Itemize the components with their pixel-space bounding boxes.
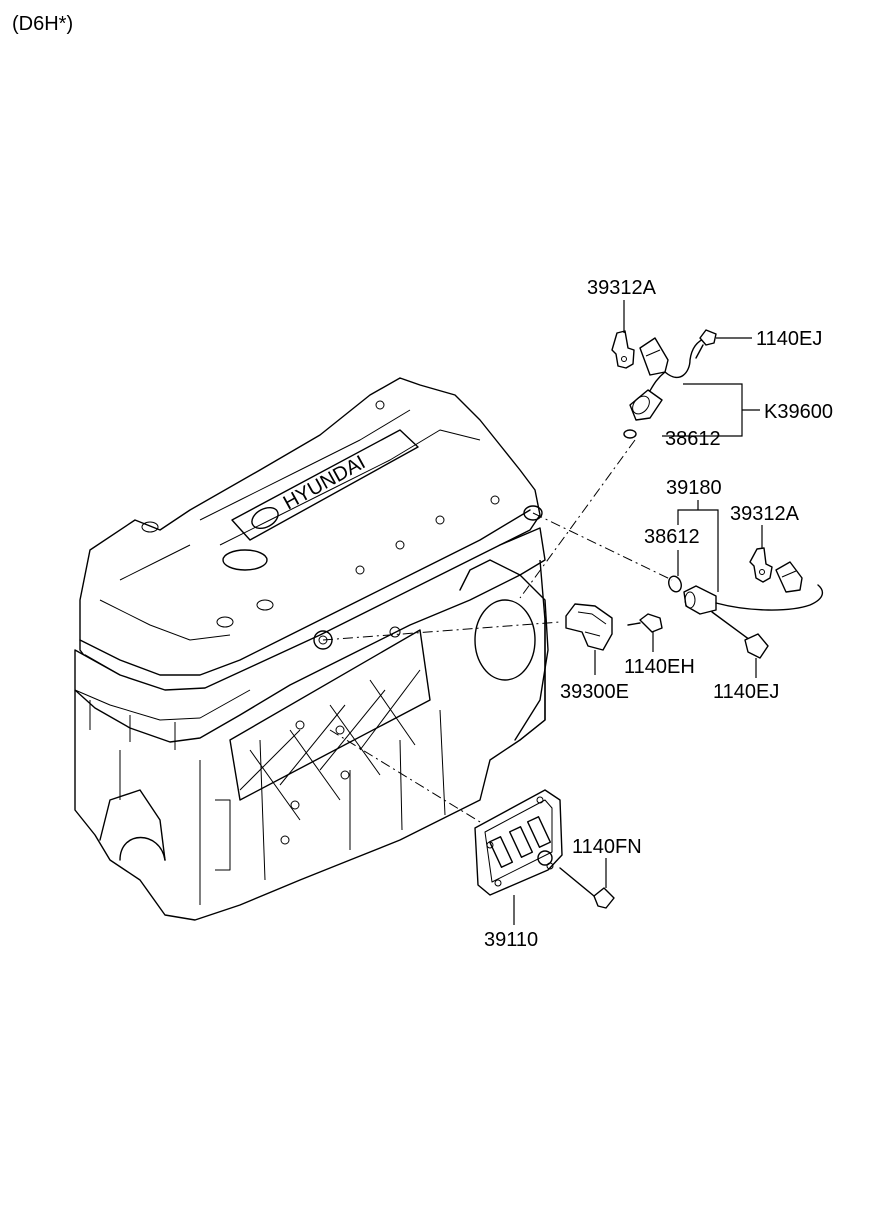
- oxygen-sensor-assembly: [611, 329, 717, 439]
- label-39300e: 39300E: [560, 681, 629, 703]
- bolt-1140eh: [639, 613, 663, 633]
- connector-mid: [775, 561, 803, 593]
- locator-line-cam-sensor: [532, 512, 673, 581]
- bracket-39312a-top: [611, 330, 635, 369]
- variant-code-label: (D6H*): [12, 13, 73, 35]
- sensor-body-top: [629, 389, 663, 421]
- part-labels: 39312A 1140EJ K39600 38612 39180 38612 3…: [484, 277, 833, 951]
- cam-sensor-body: [683, 585, 717, 615]
- label-1140eh: 1140EH: [624, 656, 695, 678]
- crank-sensor: [565, 603, 663, 651]
- label-38612-mid: 38612: [644, 526, 700, 548]
- locator-lines: [322, 439, 673, 826]
- bolt-1140fn: [593, 887, 615, 909]
- crank-sensor-body: [565, 603, 613, 651]
- label-39180: 39180: [666, 477, 722, 499]
- oring-38612-mid: [668, 575, 682, 593]
- label-39110: 39110: [484, 929, 538, 951]
- label-1140ej-mid: 1140EJ: [713, 681, 779, 703]
- oring-38612-top: [623, 429, 637, 439]
- label-38612-top: 38612: [665, 428, 721, 450]
- label-39312a-top: 39312A: [587, 277, 657, 299]
- leader-lines: [513, 300, 763, 925]
- label-1140ej-top: 1140EJ: [756, 328, 822, 350]
- bolt-1140ej-mid: [744, 633, 769, 659]
- cam-sensor-assembly: [668, 547, 824, 659]
- bolt-1140ej-top: [699, 329, 717, 346]
- locator-line-top-sensor: [519, 439, 636, 599]
- connector-top: [639, 337, 669, 376]
- label-k39600: K39600: [764, 401, 833, 423]
- ecu-module: [474, 789, 615, 909]
- engine-assembly: HYUNDAI: [74, 377, 549, 921]
- bracket-39312a-mid: [749, 547, 773, 583]
- label-39312a-mid: 39312A: [730, 503, 800, 525]
- label-1140fn: 1140FN: [572, 836, 642, 858]
- logo-plate: [231, 429, 419, 541]
